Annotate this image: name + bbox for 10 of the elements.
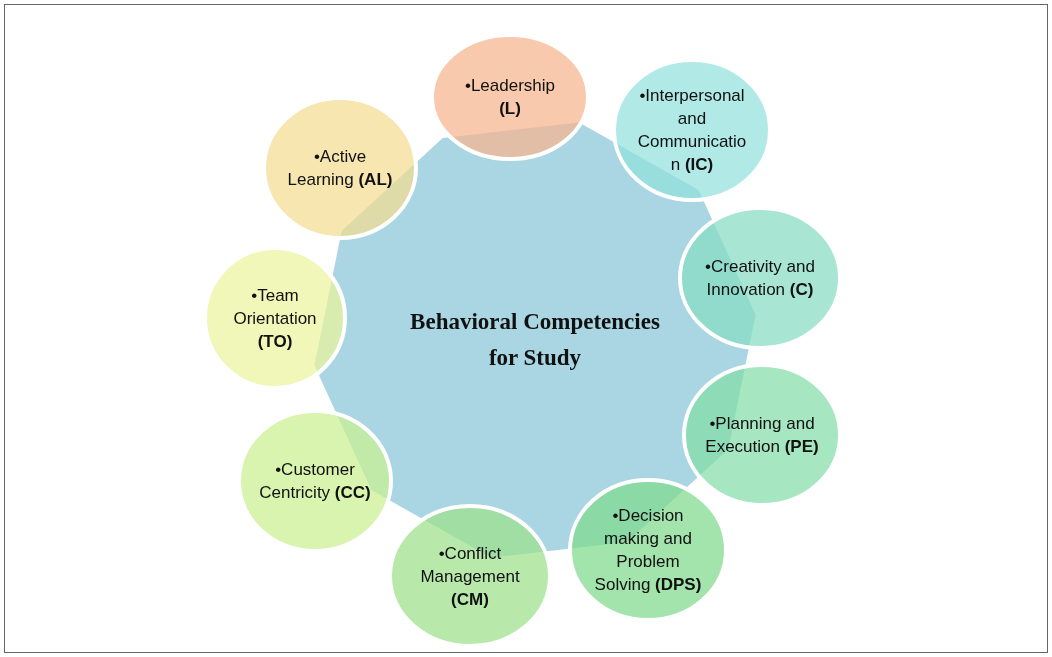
competency-label: •Leadership (L) (463, 75, 557, 120)
competency-label: •Customer Centricity (CC) (258, 459, 372, 504)
competency-label: •Creativity and Innovation (C) (704, 256, 816, 301)
competency-label: •Decision making and Problem Solving (DPS) (593, 505, 703, 596)
competency-label: •Team Orientation (TO) (232, 284, 318, 353)
competency-label: •Interpersonal and Communication (IC) (636, 85, 748, 176)
competency-label: •Planning and Execution (PE) (704, 413, 820, 458)
central-title: Behavioral Competencies for Study (409, 308, 661, 372)
competency-label: •Conflict Management (CM) (419, 542, 521, 611)
competency-label: •Active Learning (AL) (286, 146, 394, 191)
